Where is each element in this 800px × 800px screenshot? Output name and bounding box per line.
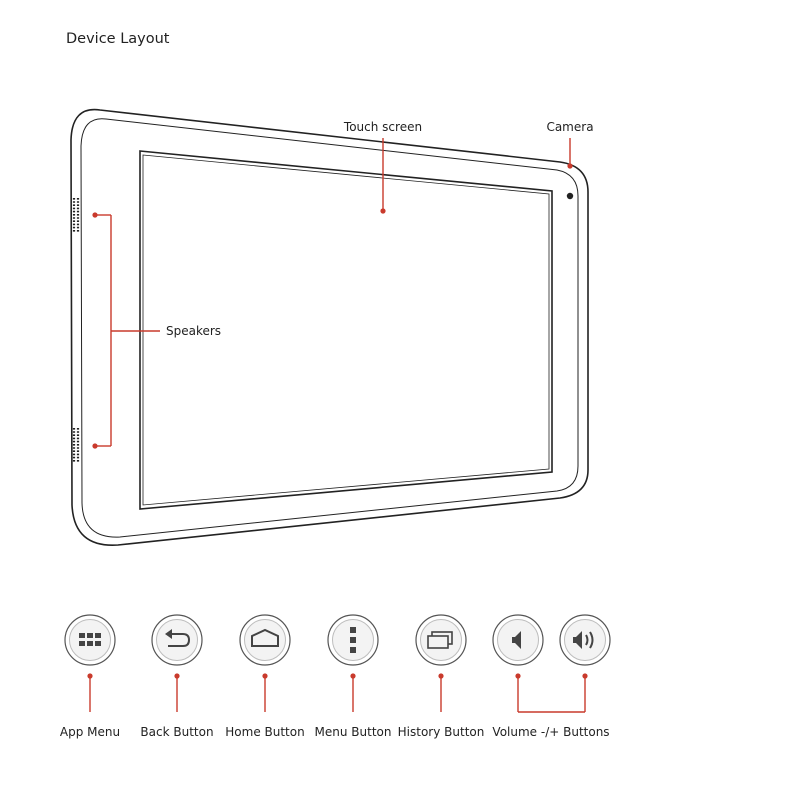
callout-touch-screen: Touch screen bbox=[343, 120, 422, 214]
history-button-label: History Button bbox=[398, 725, 485, 739]
volume-down-button[interactable] bbox=[492, 614, 544, 666]
speakers-label: Speakers bbox=[166, 324, 221, 338]
back-button-label: Back Button bbox=[140, 725, 213, 739]
home-button[interactable]: Home Button bbox=[225, 614, 305, 739]
volume-down-icon bbox=[512, 631, 521, 649]
history-button[interactable]: History Button bbox=[398, 614, 485, 739]
history-icon bbox=[427, 631, 453, 649]
touch-screen-label: Touch screen bbox=[343, 120, 422, 134]
tablet-outer-frame bbox=[70, 108, 589, 546]
app-menu-label: App Menu bbox=[60, 725, 120, 739]
touch-screen-area bbox=[139, 150, 553, 510]
back-button[interactable]: Back Button bbox=[140, 614, 214, 739]
tablet-device bbox=[70, 108, 589, 546]
camera-label: Camera bbox=[546, 120, 593, 134]
callout-camera: Camera bbox=[546, 120, 594, 169]
screen-inner-edge bbox=[142, 154, 550, 506]
tablet-bezel-edge bbox=[80, 118, 579, 538]
home-icon bbox=[251, 628, 279, 647]
menu-dots-icon bbox=[350, 627, 356, 653]
callout-volume: Volume -/+ Buttons bbox=[492, 673, 610, 739]
app-menu-button[interactable]: App Menu bbox=[60, 614, 120, 739]
callout-speakers: Speakers bbox=[92, 212, 221, 449]
volume-up-icon bbox=[573, 631, 594, 649]
menu-button-label: Menu Button bbox=[315, 725, 392, 739]
volume-up-button[interactable] bbox=[559, 614, 611, 666]
app-menu-icon bbox=[79, 633, 101, 646]
home-button-label: Home Button bbox=[225, 725, 304, 739]
camera-lens bbox=[566, 192, 574, 200]
back-arrow-icon bbox=[165, 629, 191, 647]
speaker-grille-top bbox=[72, 198, 80, 232]
page-title: Device Layout bbox=[66, 31, 170, 47]
menu-button[interactable]: Menu Button bbox=[315, 614, 392, 739]
speaker-grille-bottom bbox=[72, 428, 80, 462]
volume-buttons-label: Volume -/+ Buttons bbox=[492, 725, 609, 739]
